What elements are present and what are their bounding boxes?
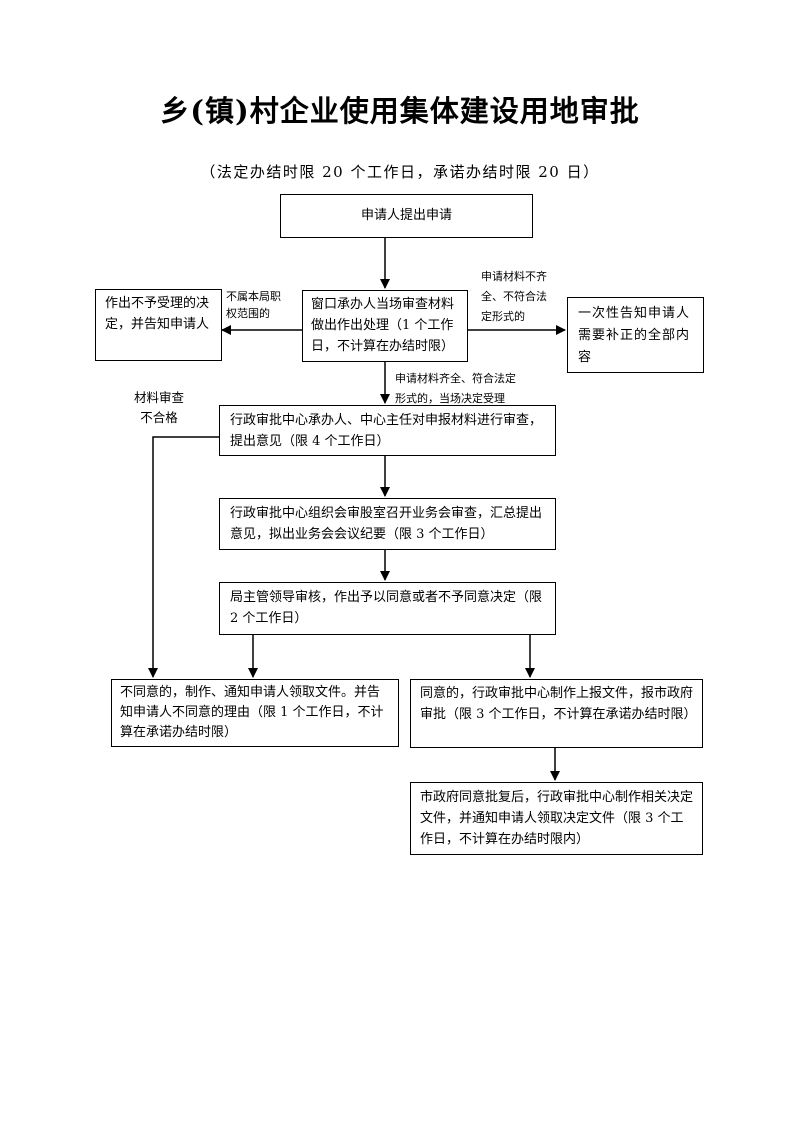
label-incomplete-line3: 定形式的 xyxy=(481,310,525,323)
label-not-in-scope-line2: 权范围的 xyxy=(226,307,270,320)
label-incomplete-line2: 全、不符合法 xyxy=(481,290,547,303)
window-review-text: 窗口承办人当场审查材料做出作出处理（1 个工作日，不计算在办结时限） xyxy=(311,297,455,354)
final-box: 市政府同意批复后，行政审批中心制作相关决定文件，并通知申请人领取决定文件（限 3… xyxy=(410,782,703,855)
notify-supplement-text: 一次性告知申请人需要补正的全部内容 xyxy=(578,306,691,365)
label-not-in-scope: 不属本局职 权范围的 xyxy=(226,288,281,322)
apply-box: 申请人提出申请 xyxy=(280,194,533,238)
center-review-text: 行政审批中心承办人、中心主任对申报材料进行审查，提出意见（限 4 个工作日） xyxy=(230,413,543,449)
reject-text: 作出不予受理的决定，并告知申请人 xyxy=(105,296,210,332)
meeting-box: 行政审批中心组织会审股室召开业务会审查，汇总提出意见，拟出业务会会议纪要（限 3… xyxy=(219,498,556,550)
label-not-in-scope-line1: 不属本局职 xyxy=(226,290,281,303)
label-fail-line1: 材料审查 xyxy=(133,390,184,405)
disagree-box: 不同意的，制作、通知申请人领取文件。并告知申请人不同意的理由（限 1 个工作日，… xyxy=(111,679,399,747)
final-text: 市政府同意批复后，行政审批中心制作相关决定文件，并通知申请人领取决定文件（限 3… xyxy=(420,790,694,847)
label-complete-line2: 形式的，当场决定受理 xyxy=(395,392,505,405)
label-fail-line2: 不合格 xyxy=(140,410,178,425)
apply-text: 申请人提出申请 xyxy=(360,208,452,223)
leader-box: 局主管领导审核，作出予以同意或者不予同意决定（限 2 个工作日） xyxy=(219,582,556,635)
label-incomplete-line1: 申请材料不齐 xyxy=(481,270,547,283)
center-review-box: 行政审批中心承办人、中心主任对申报材料进行审查，提出意见（限 4 个工作日） xyxy=(219,405,556,456)
agree-text: 同意的，行政审批中心制作上报文件，报市政府审批（限 3 个工作日，不计算在承诺办… xyxy=(420,686,697,722)
leader-text: 局主管领导审核，作出予以同意或者不予同意决定（限 2 个工作日） xyxy=(230,590,543,626)
window-review-box: 窗口承办人当场审查材料做出作出处理（1 个工作日，不计算在办结时限） xyxy=(302,290,468,362)
page-subtitle: （法定办结时限 20 个工作日，承诺办结时限 20 日） xyxy=(200,163,600,181)
label-complete: 申请材料齐全、符合法定 形式的，当场决定受理 xyxy=(395,369,516,409)
reject-box: 作出不予受理的决定，并告知申请人 xyxy=(95,289,222,361)
agree-box: 同意的，行政审批中心制作上报文件，报市政府审批（限 3 个工作日，不计算在承诺办… xyxy=(410,679,703,748)
label-fail: 材料审查 不合格 xyxy=(127,388,191,428)
disagree-text: 不同意的，制作、通知申请人领取文件。并告知申请人不同意的理由（限 1 个工作日，… xyxy=(120,685,384,740)
meeting-text: 行政审批中心组织会审股室召开业务会审查，汇总提出意见，拟出业务会会议纪要（限 3… xyxy=(230,506,543,542)
label-complete-line1: 申请材料齐全、符合法定 xyxy=(395,372,516,385)
notify-supplement-box: 一次性告知申请人需要补正的全部内容 xyxy=(567,297,704,373)
label-incomplete: 申请材料不齐 全、不符合法 定形式的 xyxy=(481,267,547,327)
page-title: 乡(镇)村企业使用集体建设用地审批 xyxy=(160,94,640,128)
arrow-fail-to-disagree xyxy=(148,436,219,678)
